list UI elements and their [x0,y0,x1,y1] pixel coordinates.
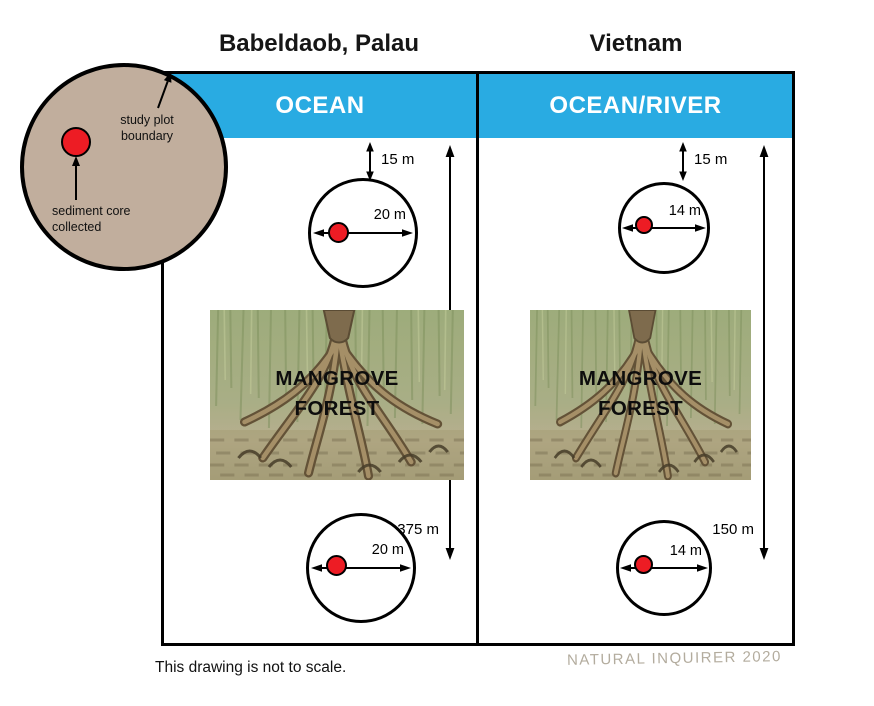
legend-boundary-arrow [157,72,172,109]
ocean-river-banner-label: OCEAN/RIVER [549,92,722,119]
legend-sediment-core-dot [61,127,91,157]
ocean-river-banner: OCEAN/RIVER [479,74,792,138]
legend-study-plot-circle [20,63,228,271]
sediment-core-dot-top-palau [328,222,349,243]
study-plot-circle-bottom-palau: 20 m [306,513,416,623]
ocean-banner-label: OCEAN [275,92,365,119]
panel-title-vietnam: Vietnam [589,30,683,57]
legend-core-arrow [72,156,80,200]
mangrove-forest-label-palau: MANGROVE FOREST [275,367,399,420]
mangrove-forest-image-vietnam: MANGROVE FOREST [530,310,751,480]
study-plot-circle-top-palau: 20 m [308,178,418,288]
transect-length-label-palau: 375 m [397,521,439,538]
plot-diameter-label-bottom-vietnam: 14 m [669,543,702,559]
plot-diameter-label-top-vietnam: 14 m [668,203,701,219]
panel-divider [476,71,479,646]
sediment-core-dot-bottom-palau [326,555,347,576]
study-plot-circle-top-vietnam: 14 m [618,182,710,274]
panel-title-palau: Babeldaob, Palau [218,30,420,57]
offshore-distance-arrow-palau [366,142,374,181]
offshore-distance-arrow-vietnam [679,142,687,181]
transect-length-label-vietnam: 150 m [712,521,754,538]
plot-diameter-label-top-palau: 20 m [373,207,406,223]
study-plot-circle-bottom-vietnam: 14 m [616,520,712,616]
sediment-core-dot-top-vietnam [635,216,653,234]
transect-length-arrow-vietnam [759,145,769,560]
sediment-core-dot-bottom-vietnam [634,555,653,574]
scale-note: This drawing is not to scale. [155,659,347,676]
mangrove-illustration [530,310,751,480]
offshore-distance-label-vietnam: 15 m [694,151,728,168]
credit-text: NATURAL INQUIRER 2020 [566,648,783,669]
mangrove-illustration [210,310,464,480]
legend-core-label: sediment core collected [52,204,131,235]
mangrove-forest-image-palau: MANGROVE FOREST [210,310,464,480]
offshore-distance-label-palau: 15 m [381,151,415,168]
legend-boundary-label: study plot boundary [120,113,174,144]
mangrove-forest-label-vietnam: MANGROVE FOREST [578,367,703,420]
plot-diameter-label-bottom-palau: 20 m [371,542,404,558]
